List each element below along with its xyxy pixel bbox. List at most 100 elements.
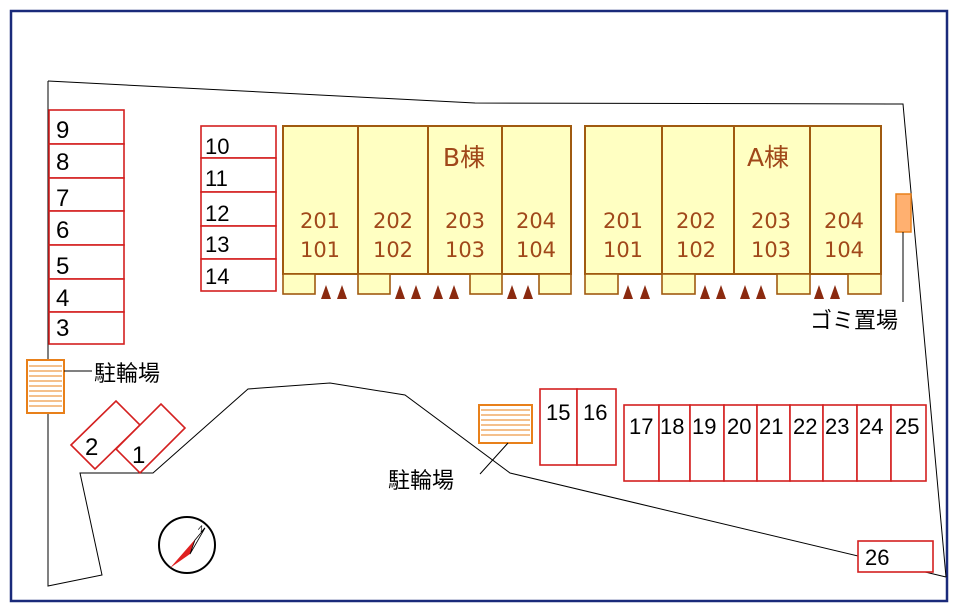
stall-number: 9: [56, 117, 69, 144]
stall-number: 14: [205, 264, 229, 289]
stall-number: 16: [583, 400, 607, 425]
unit-number-lower: 104: [516, 238, 556, 262]
unit-number-lower: 104: [824, 238, 864, 262]
unit-number-upper: 201: [300, 209, 340, 233]
stall-number: 2: [85, 434, 98, 461]
unit-number-upper: 203: [751, 209, 791, 233]
parking-single: 26: [857, 540, 934, 573]
stall-number: 4: [56, 285, 69, 312]
building-unit: [427, 125, 503, 275]
garbage-station: [895, 193, 912, 233]
map-frame: [9, 9, 949, 603]
building-unit: [733, 125, 811, 275]
stall-number: 8: [56, 149, 69, 176]
stall-number: 15: [546, 400, 570, 425]
bicycle-parking-left: 駐輪場: [26, 359, 160, 414]
parking-stall: [48, 177, 125, 212]
parking-stall: [856, 404, 892, 482]
building-name: B棟: [443, 143, 485, 172]
stall-number: 12: [205, 201, 229, 226]
garbage-area: ゴミ置場: [810, 193, 912, 334]
stall-number: 7: [56, 185, 69, 212]
site-boundary-lower: [47, 81, 947, 587]
parking-stall: [48, 278, 125, 313]
site-boundary-upper: [47, 80, 947, 578]
parking-stall: [48, 109, 125, 145]
bicycle-parking-label: 駐輪場: [94, 362, 160, 387]
porch: [584, 273, 619, 295]
parking-stall: [48, 311, 125, 345]
compass-ring: [158, 516, 216, 574]
parking-stall: [114, 402, 187, 475]
parking-stall: [857, 540, 934, 573]
hatching: [481, 409, 530, 436]
unit-number-upper: 201: [603, 209, 643, 233]
stall-number: 5: [56, 253, 69, 280]
unit-number-lower: 102: [676, 238, 716, 262]
porch: [357, 273, 391, 295]
building-unit: [809, 125, 882, 275]
parking-diagonal: 2 1: [69, 399, 187, 475]
parking-stall: [890, 404, 927, 482]
building-unit: [584, 125, 663, 275]
entrance-markers: [321, 285, 533, 299]
parking-stall: [623, 404, 660, 482]
parking-stall: [576, 388, 617, 466]
building-unit: [661, 125, 735, 275]
hatching: [29, 365, 62, 407]
unit-number-lower: 101: [300, 238, 340, 262]
stall-number: 10: [205, 134, 229, 159]
parking-stall: [756, 404, 791, 482]
compass-north-label: N: [196, 524, 206, 535]
unit-number-upper: 202: [373, 209, 413, 233]
porch: [847, 273, 882, 295]
porch: [661, 273, 696, 295]
bicycle-parking-center: 駐輪場: [388, 404, 533, 494]
stall-number: 18: [660, 414, 684, 439]
parking-stall: [539, 388, 578, 466]
unit-number-lower: 103: [445, 238, 485, 262]
building-unit: [357, 125, 429, 275]
bicycle-area: [478, 404, 533, 444]
building-name: A棟: [747, 143, 789, 172]
unit-number-upper: 203: [445, 209, 485, 233]
stall-number: 24: [859, 414, 883, 439]
stall-number: 6: [56, 217, 69, 244]
parking-pair: 15 16: [539, 388, 617, 466]
unit-number-lower: 102: [373, 238, 413, 262]
unit-number-lower: 103: [751, 238, 791, 262]
parking-stall: [48, 143, 125, 179]
parking-row: 17 18 19 20 21 22 23 24 25: [623, 404, 927, 482]
stall-number: 17: [629, 414, 653, 439]
stall-number: 22: [793, 414, 817, 439]
building-a: A棟 201 101 202 102 203 103 204 104: [584, 125, 882, 299]
stall-number: 25: [895, 414, 919, 439]
parking-stall: [48, 244, 125, 280]
stall-number: 23: [825, 414, 849, 439]
unit-number-upper: 202: [676, 209, 716, 233]
building-b: B棟 201 101 202 102 203 103 204 104: [282, 125, 572, 299]
porch: [538, 273, 572, 295]
parking-left-column: 9 8 7 6 5 4 3: [48, 109, 125, 345]
stall-number: 13: [205, 232, 229, 257]
stall-number: 1: [132, 442, 145, 469]
leader-line: [479, 442, 509, 475]
parking-stall: [48, 210, 125, 246]
parking-stall: [689, 404, 725, 482]
stall-number: 26: [865, 545, 889, 570]
compass-needle-tip: [189, 527, 206, 555]
unit-number-upper: 204: [824, 209, 864, 233]
parking-stall: [658, 404, 691, 482]
stall-number: 11: [205, 166, 228, 191]
stall-number: 19: [692, 414, 716, 439]
stall-number: 21: [759, 414, 783, 439]
porch: [469, 273, 503, 295]
porch: [282, 273, 316, 295]
bicycle-parking-label: 駐輪場: [388, 469, 454, 494]
unit-number-lower: 101: [603, 238, 643, 262]
garbage-area-label: ゴミ置場: [810, 309, 898, 334]
stall-number: 20: [727, 414, 751, 439]
parking-middle-column: 10 11 12 13 14: [200, 125, 277, 292]
building-unit: [501, 125, 572, 275]
